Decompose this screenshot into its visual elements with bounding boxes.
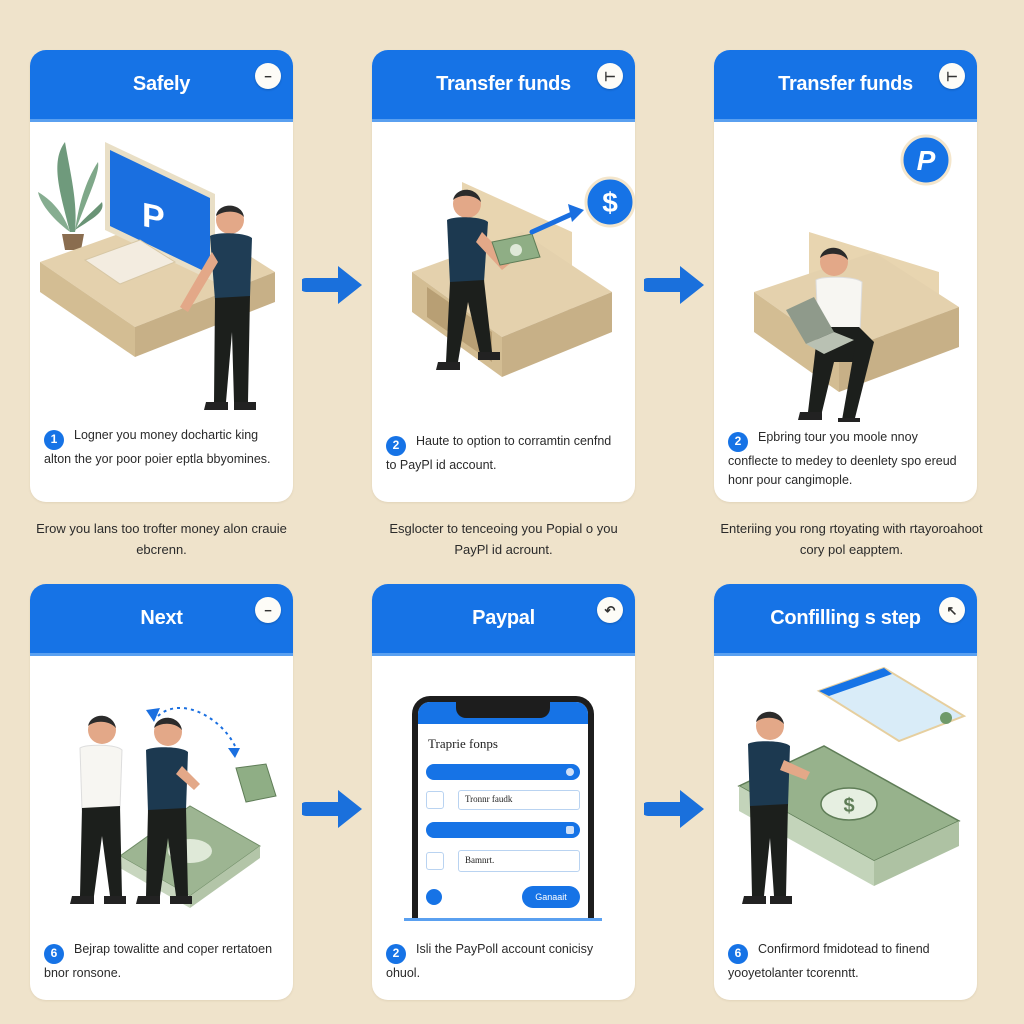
step-number-badge: 2 bbox=[386, 943, 406, 964]
dollar-icon: $ bbox=[602, 187, 618, 218]
phone-checkbox-2[interactable] bbox=[426, 852, 444, 870]
phone-checkbox-1[interactable] bbox=[426, 791, 444, 809]
phone-select-1[interactable] bbox=[426, 764, 580, 780]
step-number-badge: 2 bbox=[386, 435, 406, 456]
card-header: Safely − bbox=[30, 50, 293, 122]
card-title: Safely bbox=[132, 73, 191, 95]
phone-mockup: Traprie fonps Tronnr faudk Bamnrt. bbox=[412, 696, 594, 920]
illustration-two-people-cash bbox=[30, 656, 293, 926]
illustration-laptop-on-bench: P bbox=[714, 122, 977, 422]
minus-button[interactable]: − bbox=[255, 597, 281, 623]
step-card-3: Transfer funds ⊢ bbox=[714, 50, 977, 502]
phone-input-2[interactable]: Bamnrt. bbox=[458, 850, 580, 872]
card-header: Transfer funds ⊢ bbox=[372, 50, 635, 122]
phone-input-1[interactable]: Tronnr faudk bbox=[458, 790, 580, 810]
undo-icon: ↶ bbox=[604, 602, 616, 618]
illustration-handing-cash: $ bbox=[372, 122, 635, 422]
illustration-desktop-computer: P bbox=[30, 122, 293, 422]
phone-heading: Traprie fonps bbox=[428, 736, 498, 751]
step-2-caption: Esglocter to tenceoing you Popial o you … bbox=[389, 521, 618, 557]
phone-notch bbox=[456, 702, 550, 718]
svg-text:$: $ bbox=[843, 795, 854, 817]
svg-text:P: P bbox=[142, 196, 165, 238]
step-text: Isli the PayPoll account conicisy ohuol. bbox=[386, 942, 594, 980]
phone-refresh-icon[interactable] bbox=[426, 889, 442, 905]
arrow-right-icon bbox=[644, 262, 708, 308]
step-1-caption: Erow you lans too trofter money alon cra… bbox=[36, 521, 287, 557]
card-title: Confilling s step bbox=[770, 607, 921, 629]
step-3-caption: Enteriing you rong rtoyating with rtayor… bbox=[720, 521, 983, 557]
step-text: Bejrap towalitte and coper rertatoen bno… bbox=[44, 942, 273, 980]
card-header: Paypal ↶ bbox=[372, 584, 635, 656]
phone-submit-button[interactable]: Ganaait bbox=[522, 886, 580, 908]
card-title: Paypal bbox=[472, 607, 535, 629]
step-text: Confirmord fmidotead to finend yooyetola… bbox=[728, 942, 930, 980]
clock-button[interactable]: ↖ bbox=[939, 597, 965, 623]
phone-select-2[interactable] bbox=[426, 822, 580, 838]
pin-button[interactable]: ⊢ bbox=[939, 63, 965, 89]
card-title: Transfer funds bbox=[778, 73, 913, 95]
step-number-badge: 2 bbox=[728, 431, 748, 452]
plant-icon bbox=[38, 142, 103, 250]
pin-icon: ⊢ bbox=[946, 68, 958, 84]
step-text: Epbring tour you moole nnoy conflecte to… bbox=[728, 430, 957, 487]
clock-hand-icon: ↖ bbox=[946, 602, 958, 618]
pin-button[interactable]: ⊢ bbox=[597, 63, 623, 89]
step-card-4: Next − bbox=[30, 584, 293, 1000]
step-card-1: Safely − bbox=[30, 50, 293, 502]
undo-button[interactable]: ↶ bbox=[597, 597, 623, 623]
step-text: Haute to option to corramtin cenfnd to P… bbox=[386, 434, 612, 472]
paypal-p-icon: P bbox=[917, 145, 936, 176]
pin-icon: ⊢ bbox=[604, 68, 616, 84]
illustration-phone-form: Traprie fonps Tronnr faudk Bamnrt. bbox=[372, 656, 635, 926]
arrow-right-icon bbox=[302, 786, 366, 832]
card-title: Next bbox=[140, 607, 183, 629]
step-number-badge: 6 bbox=[44, 943, 64, 964]
step-card-6: Confilling s step ↖ $ bbox=[714, 584, 977, 1000]
arrow-right-icon bbox=[302, 262, 366, 308]
minus-icon: − bbox=[264, 602, 272, 618]
card-header: Confilling s step ↖ bbox=[714, 584, 977, 656]
illustration-cash-and-card: $ bbox=[714, 656, 977, 926]
step-card-5: Paypal ↶ Traprie fonps Tronnr faudk bbox=[372, 584, 635, 1000]
card-title: Transfer funds bbox=[436, 73, 571, 95]
step-number-badge: 1 bbox=[44, 429, 64, 450]
step-card-2: Transfer funds ⊢ bbox=[372, 50, 635, 502]
card-header: Transfer funds ⊢ bbox=[714, 50, 977, 122]
step-text: Logner you money dochartic king alton th… bbox=[44, 428, 271, 466]
minus-icon: − bbox=[264, 68, 272, 84]
card-header: Next − bbox=[30, 584, 293, 656]
minus-button[interactable]: − bbox=[255, 63, 281, 89]
step-number-badge: 6 bbox=[728, 943, 748, 964]
arrow-right-icon bbox=[644, 786, 708, 832]
